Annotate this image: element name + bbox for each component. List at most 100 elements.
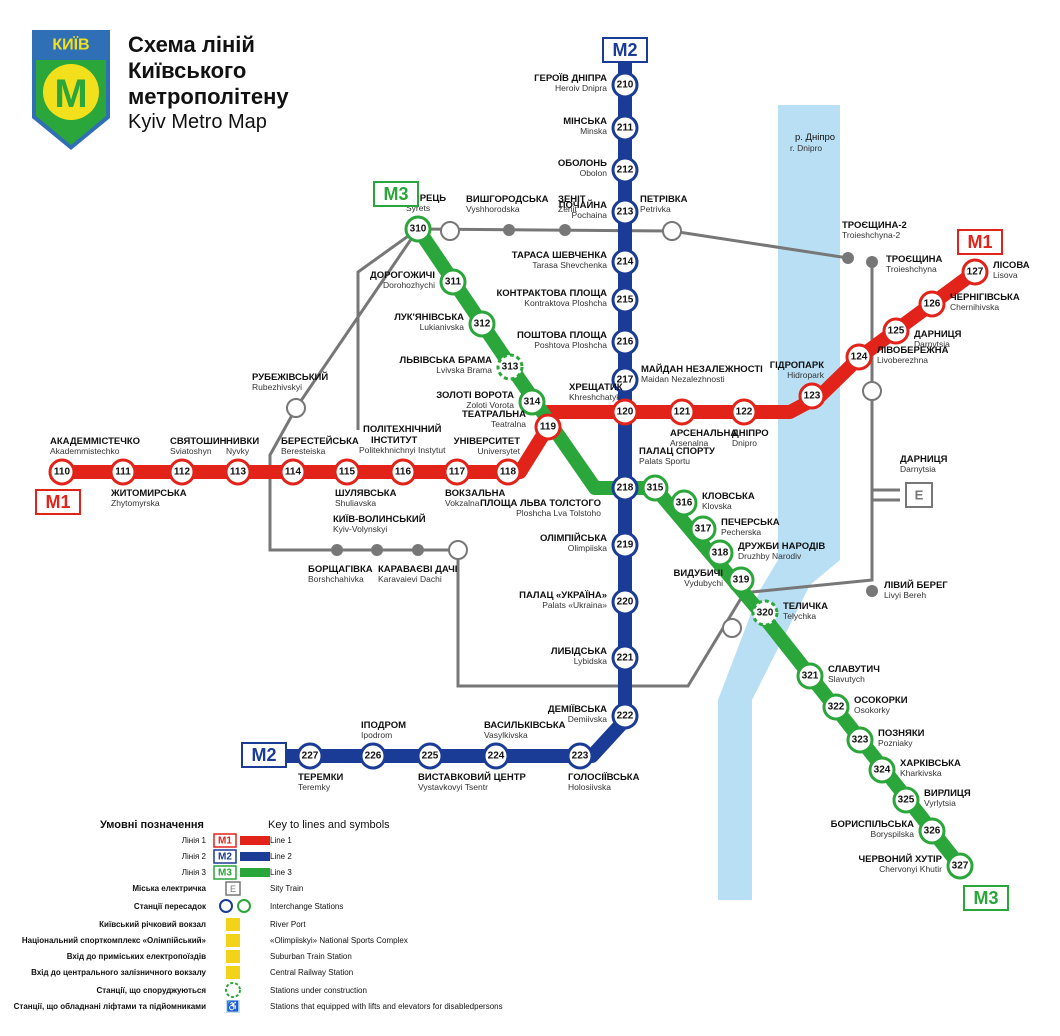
station-chernihivska[interactable]: 126: [918, 290, 946, 318]
station-lisova[interactable]: 127: [961, 258, 989, 286]
station-vystavkovyi-tsentr[interactable]: 225: [416, 742, 444, 770]
station-lybidska[interactable]: 221: [611, 644, 639, 672]
station-number: 227: [302, 751, 319, 762]
logo-letter: M: [54, 72, 87, 116]
station-marker: [109, 458, 137, 486]
station-pozniaky[interactable]: 323: [846, 726, 874, 754]
station-name-ua: СИРЕЦЬ: [406, 193, 446, 204]
station-name-ua: МІНСЬКА: [563, 116, 607, 127]
station-name-en: Pozniaky: [878, 738, 913, 748]
station-pochaina[interactable]: 213: [611, 198, 639, 226]
station-arsenalna[interactable]: 121: [668, 398, 696, 426]
station-telychka[interactable]: 320: [751, 599, 779, 627]
station-poshtova-ploshcha[interactable]: 216: [611, 328, 639, 356]
station-name-en: Teatralna: [491, 419, 526, 429]
station-osokorky[interactable]: 322: [822, 693, 850, 721]
station-dnipro[interactable]: 122: [730, 398, 758, 426]
station-marker: [534, 413, 562, 441]
station-universytet[interactable]: 118: [494, 458, 522, 486]
station-demiivska[interactable]: 222: [611, 702, 639, 730]
station-name-ua: КЛОВСЬКА: [702, 491, 755, 502]
station-name-ua: ДАРНИЦЯ: [914, 329, 962, 340]
station-vydubychi[interactable]: 319: [727, 566, 755, 594]
station-palats-sportu[interactable]: 315: [641, 474, 669, 502]
station-khreshchatyk[interactable]: 120: [611, 398, 639, 426]
station-vokzalna[interactable]: 117: [443, 458, 471, 486]
station-tarasa-shevchenka[interactable]: 214: [611, 248, 639, 276]
station-chervonyi-khutir[interactable]: 327: [946, 852, 974, 880]
wheelchair-icon: [226, 1000, 240, 1013]
station-number: 225: [422, 751, 439, 762]
city-train-name-ua: ТРОЄЩИНА: [886, 254, 943, 265]
station-vyrlytsia[interactable]: 325: [892, 786, 920, 814]
station-teremky[interactable]: 227: [296, 742, 324, 770]
city-train-name-ua: ВИШГОРОДСЬКА: [466, 194, 549, 205]
line-tag-m1-left[interactable]: M1: [35, 489, 81, 515]
station-akademmistechko[interactable]: 110: [48, 458, 76, 486]
station-darnytsia[interactable]: 125: [882, 317, 910, 345]
station-shuliavska[interactable]: 115: [333, 458, 361, 486]
station-livoberezhna[interactable]: 124: [845, 343, 873, 371]
line-tag-m1-top[interactable]: M1: [957, 229, 1003, 255]
station-kontraktova-ploshcha[interactable]: 215: [611, 286, 639, 314]
station-ploshcha-lva-tolstoho[interactable]: 218: [611, 474, 639, 502]
station-boryspilska[interactable]: 326: [918, 817, 946, 845]
line-tag-m2-bottom[interactable]: M2: [241, 742, 287, 768]
station-teatralna[interactable]: 119: [534, 413, 562, 441]
line-tag-m3-bottom[interactable]: M3: [963, 885, 1009, 911]
station-name-ua: ЧЕРНІГІВСЬКА: [950, 292, 1020, 303]
station-obolon[interactable]: 212: [611, 156, 639, 184]
station-olimpiiska[interactable]: 219: [611, 531, 639, 559]
station-hidropark[interactable]: 123: [798, 382, 826, 410]
line-tag-m1-left-text: M1: [45, 492, 70, 512]
station-klovska[interactable]: 316: [670, 489, 698, 517]
station-palats-ukraina[interactable]: 220: [611, 588, 639, 616]
station-marker: [611, 248, 639, 276]
station-kharkivska[interactable]: 324: [868, 756, 896, 784]
station-name-ua: ЛИБІДСЬКА: [551, 646, 607, 657]
interchange-icon: [219, 899, 233, 913]
station-number: 318: [712, 548, 729, 559]
station-zoloti-vorota[interactable]: 314: [518, 388, 546, 416]
station-holosiivska[interactable]: 223: [566, 742, 594, 770]
line-tag-m2-top[interactable]: M2: [602, 37, 648, 63]
station-ipodrom[interactable]: 226: [359, 742, 387, 770]
station-maidan-nezalezhnosti[interactable]: 217: [611, 366, 639, 394]
station-number: 320: [757, 608, 774, 619]
station-lukianivska[interactable]: 312: [468, 310, 496, 338]
station-syrets[interactable]: 310: [404, 215, 432, 243]
station-sviatoshyn[interactable]: 112: [168, 458, 196, 486]
station-nyvky[interactable]: 113: [224, 458, 252, 486]
line-tag-m3-top[interactable]: M3: [373, 181, 419, 207]
legend-line-tag-text: M1: [218, 836, 232, 847]
station-politekhnichnyi-instytut[interactable]: 116: [389, 458, 417, 486]
station-name-ua: ШУЛЯВСЬКА: [335, 488, 397, 499]
station-name-en: Olimpiiska: [568, 543, 607, 553]
station-zhytomyrska[interactable]: 111: [109, 458, 137, 486]
station-vasylkivska[interactable]: 224: [482, 742, 510, 770]
station-heroiv-dnipra[interactable]: 210: [611, 71, 639, 99]
station-lvivska-brama[interactable]: 313: [496, 353, 524, 381]
station-beresteiska[interactable]: 114: [279, 458, 307, 486]
station-pecherska[interactable]: 317: [689, 515, 717, 543]
station-druzhby-narodiv[interactable]: 318: [706, 539, 734, 567]
station-slavutych[interactable]: 321: [796, 662, 824, 690]
station-minska[interactable]: 211: [611, 114, 639, 142]
station-dorohozhychi[interactable]: 311: [439, 268, 467, 296]
city-train-name-ua: ДАРНИЦЯ: [900, 454, 948, 465]
